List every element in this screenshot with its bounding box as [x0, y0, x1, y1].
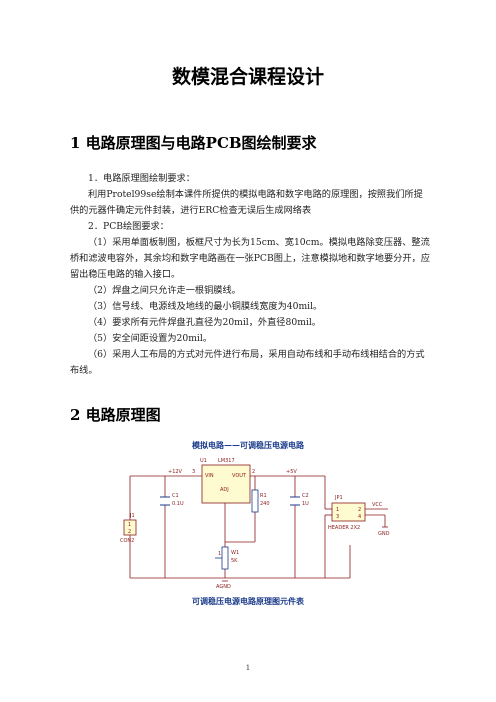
jp1-pin4: 4 — [358, 514, 361, 520]
item1-body: 利用Protel99se绘制本课件所提供的模拟电路和数字电路的原理图，按照我们所… — [70, 189, 423, 216]
j1-label: J1 — [129, 513, 135, 519]
schematic-diagram: U1 LM317 +12V +5V 3 2 1 VIN VOUT ADJ J1 … — [120, 458, 390, 590]
jp1-pin2: 2 — [358, 507, 361, 513]
schematic-title: 模拟电路——可调稳压电源电路 — [192, 440, 304, 450]
j1-pin1: 1 — [128, 522, 131, 528]
vcc-label: VCC — [372, 502, 383, 508]
section-heading-1: 1 电路原理图与电路PCB图绘制要求 — [70, 134, 317, 152]
jp1-pin1: 1 — [336, 507, 339, 513]
requirement-3: （3）信号线、电源线及地线的最小铜膜线宽度为40mil。 — [88, 301, 323, 312]
c2-label: C2 — [302, 493, 309, 499]
requirement-5: （5）安全间距设置为20mil。 — [88, 333, 212, 344]
plus5v-label: +5V — [286, 469, 297, 475]
u1-label: U1 — [200, 458, 207, 464]
con2-label: CON2 — [120, 538, 134, 544]
w1-value: 5K — [231, 558, 238, 564]
lm317-label: LM317 — [218, 458, 235, 464]
page-number: 1 — [245, 664, 251, 672]
pin2-label: 2 — [252, 469, 255, 475]
r1-label: R1 — [260, 493, 267, 499]
requirement-2: （2）焊盘之间只允许走一根铜膜线。 — [88, 285, 241, 296]
item1-title: 1．电路原理图绘制要求： — [88, 173, 195, 184]
jp1-pin3: 3 — [336, 514, 339, 520]
item2-title: 2．PCB绘图要求： — [88, 221, 169, 232]
vin-label: VIN — [205, 473, 214, 479]
agnd-label: AGND — [216, 584, 231, 590]
requirement-6: （6）采用人工布局的方式对元件进行布局，采用自动布线和手动布线相结合的方式布线。 — [70, 349, 425, 376]
c1-value: 0.1U — [172, 501, 184, 507]
j1-pin2: 2 — [128, 529, 131, 535]
r1-value: 240 — [260, 501, 270, 507]
page-title: 数模混合课程设计 — [171, 66, 324, 88]
requirement-1: （1）采用单面板制图，板框尺寸为长为15cm、宽10cm。模拟电路除变压器、整流… — [70, 237, 430, 280]
jp1-label: JP1 — [334, 495, 343, 501]
header-label: HEADER 2X2 — [328, 525, 360, 531]
pin3-label: 3 — [192, 469, 195, 475]
c1-label: C1 — [172, 493, 179, 499]
requirement-4: （4）要求所有元件焊盘孔直径为20mil，外直径80mil。 — [88, 317, 321, 328]
plus12v-label: +12V — [168, 469, 183, 475]
vout-label: VOUT — [232, 473, 247, 479]
schematic-caption: 可调稳压电源电路原理图元件表 — [192, 596, 304, 606]
pin1-label: 1 — [218, 551, 221, 557]
c2-value: 1U — [302, 501, 309, 507]
gnd-label: GND — [378, 531, 390, 537]
w1-label: W1 — [231, 550, 239, 556]
adj-label: ADJ — [220, 487, 229, 493]
section-heading-2: 2 电路原理图 — [70, 406, 161, 424]
